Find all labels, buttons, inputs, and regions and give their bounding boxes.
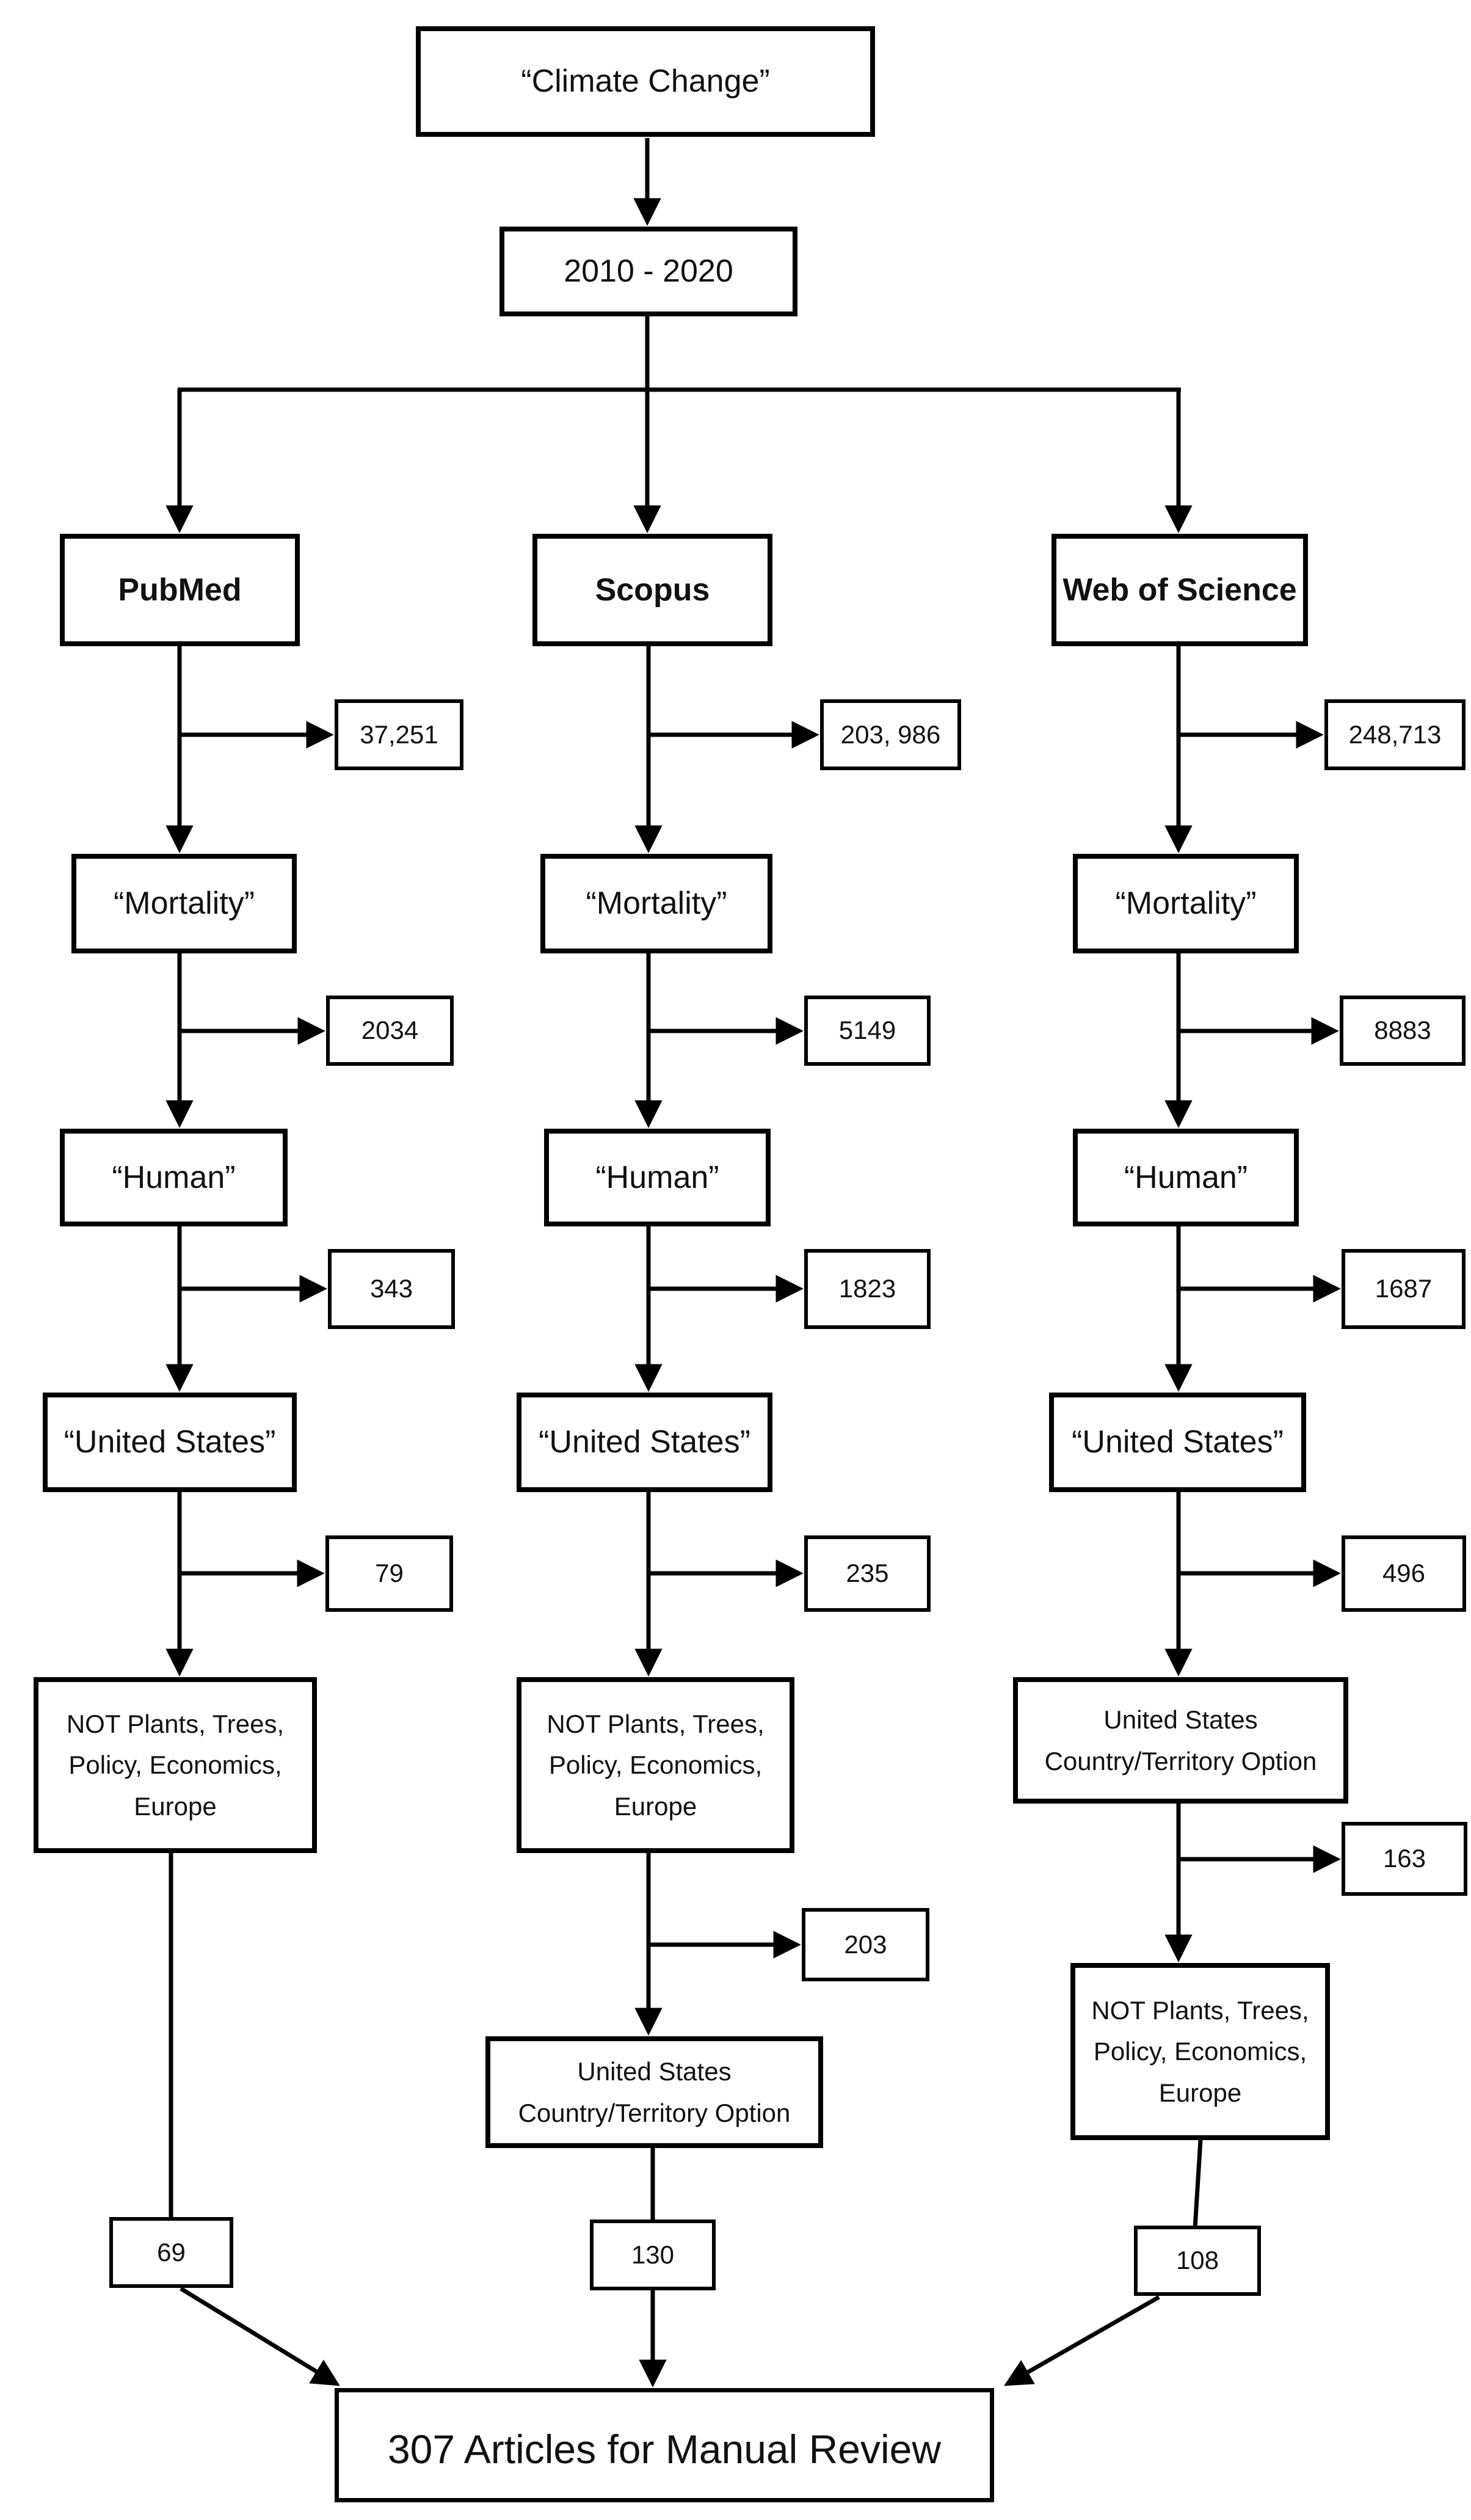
top-connectors [165, 138, 1193, 533]
wos-country-count-box: 163 [1342, 1822, 1467, 1896]
scopus-us-count-box: 235 [804, 1535, 931, 1612]
wos-country-option-box: United States Country/Territory Option [1013, 1677, 1348, 1804]
scopus-us-box: “United States” [517, 1393, 772, 1492]
wos-not-filter-box: NOT Plants, Trees, Policy, Economics, Eu… [1070, 1963, 1330, 2140]
scopus-final-count-box: 130 [590, 2220, 716, 2290]
scopus-not-count-box: 203 [802, 1908, 929, 1981]
scopus-country-option-box: United States Country/Territory Option [485, 2036, 823, 2148]
pubmed-initial-count-box: 37,251 [335, 699, 463, 770]
wos-human-box: “Human” [1073, 1129, 1299, 1226]
pubmed-mortality-box: “Mortality” [71, 854, 297, 953]
pubmed-connectors [165, 646, 340, 2386]
date-range-box: 2010 - 2020 [499, 227, 797, 316]
scopus-connectors [634, 646, 819, 2387]
wos-human-count-box: 1687 [1342, 1249, 1466, 1329]
pubmed-human-count-box: 343 [328, 1249, 455, 1329]
pubmed-us-box: “United States” [43, 1393, 297, 1492]
scopus-human-box: “Human” [544, 1129, 771, 1226]
wos-final-count-box: 108 [1134, 2226, 1261, 2296]
scopus-human-count-box: 1823 [804, 1249, 931, 1329]
wos-us-count-box: 496 [1342, 1535, 1466, 1612]
scopus-mortality-box: “Mortality” [540, 854, 772, 953]
wos-connectors [1004, 646, 1341, 2386]
scopus-mortality-count-box: 5149 [804, 996, 931, 1066]
wos-source-box: Web of Science [1051, 534, 1308, 646]
pubmed-final-count-box: 69 [109, 2217, 233, 2288]
wos-mortality-box: “Mortality” [1073, 854, 1299, 953]
pubmed-us-count-box: 79 [325, 1535, 453, 1612]
pubmed-mortality-count-box: 2034 [326, 996, 454, 1066]
search-term-box: “Climate Change” [416, 26, 875, 137]
wos-initial-count-box: 248,713 [1324, 699, 1466, 770]
pubmed-not-filter-box: NOT Plants, Trees, Policy, Economics, Eu… [34, 1677, 317, 1853]
scopus-source-box: Scopus [532, 534, 772, 646]
pubmed-human-box: “Human” [60, 1129, 288, 1226]
wos-us-box: “United States” [1049, 1393, 1306, 1492]
scopus-not-filter-box: NOT Plants, Trees, Policy, Economics, Eu… [517, 1677, 794, 1853]
pubmed-source-box: PubMed [60, 534, 300, 646]
scopus-initial-count-box: 203, 986 [820, 699, 961, 770]
wos-mortality-count-box: 8883 [1340, 996, 1466, 1066]
final-review-box: 307 Articles for Manual Review [335, 2388, 994, 2502]
